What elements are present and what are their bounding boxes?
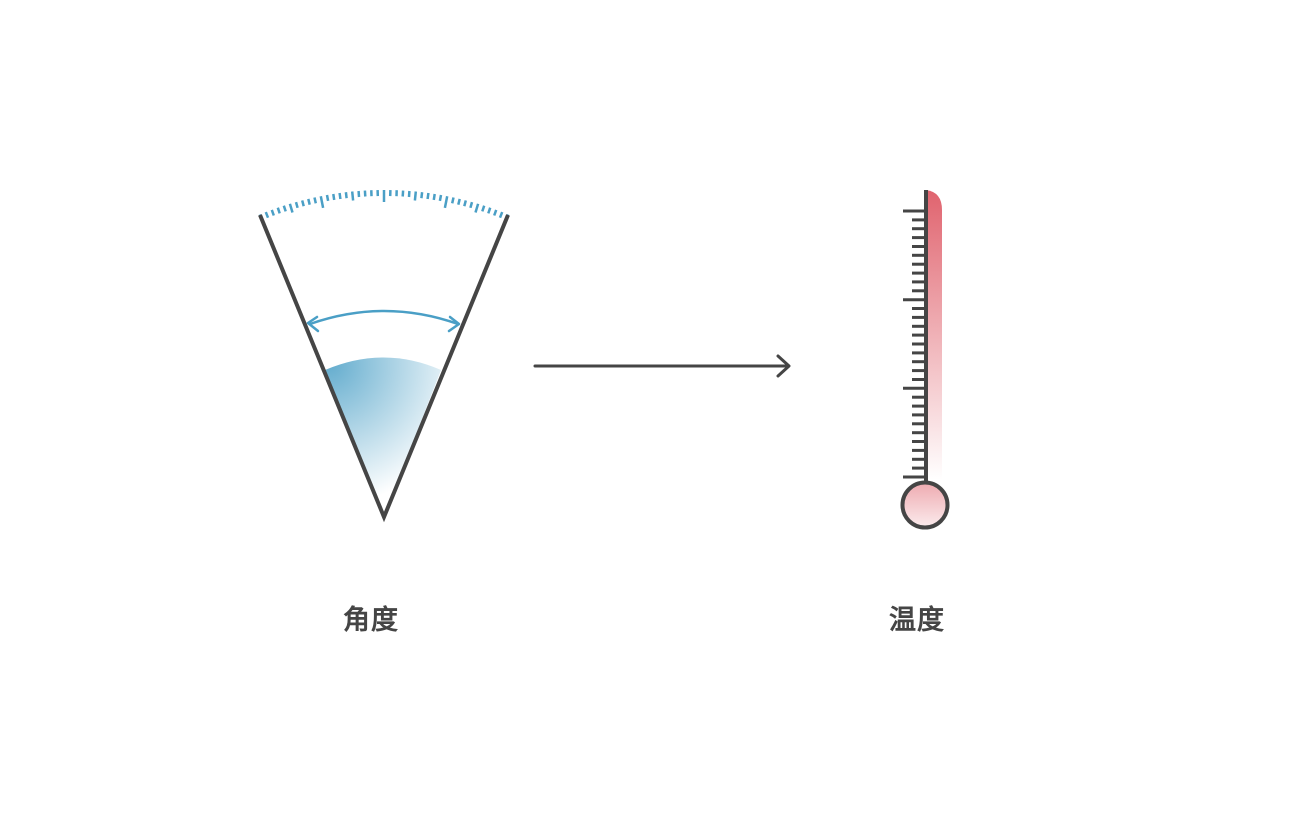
scale-tick (474, 203, 480, 213)
scale-tick (493, 209, 498, 216)
scale-tick (270, 209, 275, 216)
scale-tick (481, 205, 486, 212)
angle-fill-region (325, 357, 441, 517)
scale-tick (332, 193, 336, 201)
scale-tick (498, 211, 504, 219)
arrow-right-icon (533, 354, 791, 378)
scale-tick (487, 207, 492, 214)
arc-arrowhead-left (306, 315, 320, 333)
scale-tick (288, 203, 294, 213)
scale-tick (319, 195, 325, 209)
scale-tick (469, 201, 474, 209)
scale-tick (350, 191, 355, 201)
angle-measure-arc (308, 309, 460, 326)
scale-tick (282, 205, 287, 212)
angle-scale-ticks (258, 190, 510, 227)
scale-tick (325, 194, 330, 202)
arc-arrowhead-right (447, 315, 461, 333)
scale-tick (457, 198, 461, 205)
scale-tick (443, 195, 449, 209)
scale-tick (420, 192, 424, 199)
scale-tick (294, 201, 299, 209)
scale-tick (344, 192, 348, 199)
scale-tick (438, 194, 443, 202)
scale-tick (463, 200, 468, 207)
scale-tick (264, 211, 270, 219)
angle-wedge-outline (258, 214, 510, 523)
scale-tick (450, 197, 455, 204)
scale-tick (338, 192, 342, 200)
temperature-caption: 温度 (889, 605, 945, 636)
scale-tick (413, 191, 418, 201)
scale-tick (426, 192, 430, 200)
scale-tick (307, 198, 311, 205)
scale-tick (313, 197, 318, 204)
scale-tick (300, 200, 305, 207)
thermometer-icon (900, 190, 950, 530)
angle-protractor-icon (258, 190, 510, 523)
thermometer-scale-ticks (903, 209, 925, 479)
thermometer-tube-fill (926, 190, 942, 480)
angle-caption: 角度 (343, 605, 399, 636)
scale-tick (276, 207, 281, 214)
scale-tick (432, 193, 436, 201)
thermometer-bulb (900, 480, 950, 530)
